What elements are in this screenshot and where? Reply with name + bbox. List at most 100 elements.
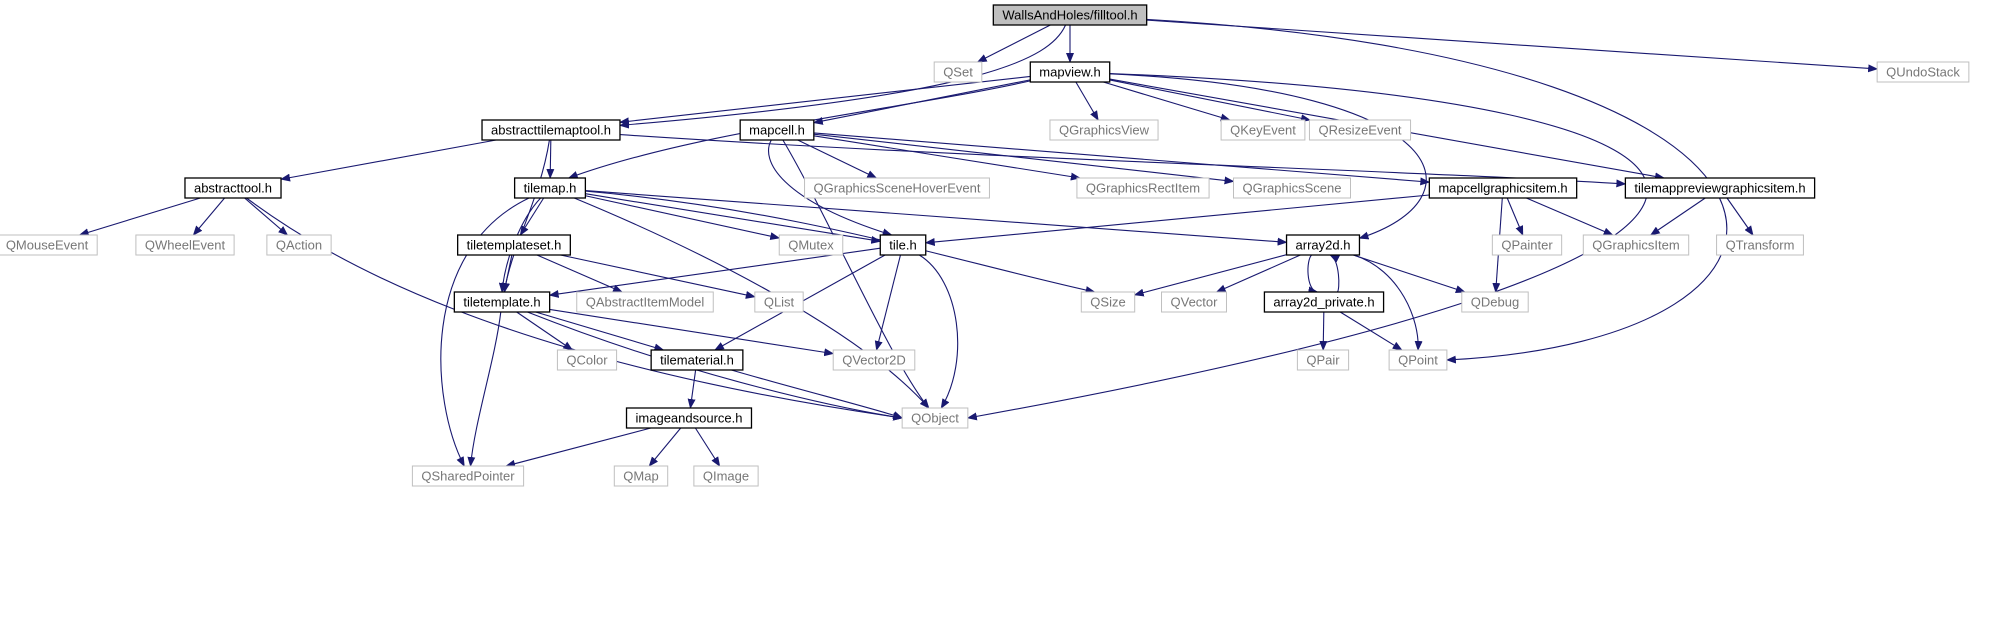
node-qgraphicsrectitem: QGraphicsRectItem: [1076, 177, 1210, 199]
edge-mapcellgraphicsitem-to-qgraphicsitem: [1526, 197, 1614, 236]
node-qresizeevent: QResizeEvent: [1308, 119, 1412, 141]
node-label: mapcell.h: [749, 123, 805, 138]
edge-mapcell-to-qgraphicsrectitem: [813, 135, 1081, 181]
node-box: [576, 291, 714, 313]
node-label: QGraphicsSceneHoverEvent: [814, 181, 981, 196]
node-qgraphicsitem: QGraphicsItem: [1582, 234, 1690, 256]
node-label: QObject: [911, 411, 959, 426]
node-label: QColor: [566, 353, 608, 368]
edge-array2d-private-to-array2d: [1329, 254, 1340, 293]
node-box: [513, 177, 587, 199]
node-box: [453, 291, 551, 313]
edge-mapcellgraphicsitem-to-qpainter: [1506, 197, 1524, 236]
node-box: [1080, 291, 1136, 313]
node-box: [1308, 119, 1412, 141]
edge-tilemap-to-qsize: [585, 190, 1096, 294]
node-label: mapview.h: [1039, 65, 1100, 80]
node-tilematerial[interactable]: tilematerial.h: [650, 349, 744, 371]
node-qtransform: QTransform: [1716, 234, 1804, 256]
node-mapview[interactable]: mapview.h: [1029, 61, 1111, 83]
node-qsize: QSize: [1080, 291, 1136, 313]
node-box: [1263, 291, 1385, 313]
edge-abstracttool-to-qmouseevent: [78, 197, 201, 237]
edge-tiletemplateset-to-tiletemplate: [502, 254, 513, 293]
node-filltool[interactable]: WallsAndHoles/filltool.h: [992, 4, 1148, 26]
edge-filltool-to-qundostack: [1146, 19, 1879, 73]
node-qlist: QList: [754, 291, 804, 313]
node-box: [184, 177, 282, 199]
edge-tilemap-to-tile: [585, 193, 882, 244]
node-tiletemplateset[interactable]: tiletemplateset.h: [457, 234, 571, 256]
edge-mapcell-to-qgraphicsscene: [813, 133, 1235, 185]
node-label: QPair: [1306, 353, 1340, 368]
node-qcolor: QColor: [556, 349, 618, 371]
edge-array2d-to-qvector: [1215, 254, 1301, 293]
node-box: [1296, 349, 1350, 371]
node-qobject: QObject: [901, 407, 969, 429]
node-qpainter: QPainter: [1491, 234, 1563, 256]
edge-abstracttool-to-qaction: [244, 197, 289, 236]
edge-tilemap-to-tiletemplateset: [519, 197, 545, 236]
edge-abstracttool-to-qobject: [246, 197, 904, 421]
node-label: QPoint: [1398, 353, 1438, 368]
edge-mapcell-to-qgraphicsscenehoverevent: [797, 139, 878, 179]
edge-imageandsource-to-qimage: [694, 427, 721, 467]
edge-tile-to-tiletemplate: [548, 247, 881, 298]
node-box: [1461, 291, 1529, 313]
node-qpoint: QPoint: [1388, 349, 1448, 371]
node-box: [832, 349, 916, 371]
node-qdebug: QDebug: [1461, 291, 1529, 313]
node-box: [933, 61, 983, 83]
node-tilemap[interactable]: tilemap.h: [513, 177, 587, 199]
node-box: [1049, 119, 1159, 141]
node-qmutex: QMutex: [778, 234, 844, 256]
node-box: [693, 465, 759, 487]
edge-mapcell-to-tile: [768, 139, 893, 237]
node-box: [650, 349, 744, 371]
node-label: array2d_private.h: [1273, 295, 1374, 310]
edge-array2d-to-qdebug: [1353, 254, 1466, 293]
edge-mapview-to-qgraphicsview: [1075, 81, 1099, 121]
node-array2d[interactable]: array2d.h: [1285, 234, 1361, 256]
node-label: tilemappreviewgraphicsitem.h: [1634, 181, 1805, 196]
node-tile[interactable]: tile.h: [879, 234, 927, 256]
node-box: [1876, 61, 1970, 83]
node-label: QMouseEvent: [6, 238, 89, 253]
node-label: QList: [764, 295, 795, 310]
node-label: QGraphicsView: [1059, 123, 1150, 138]
edge-tiletemplate-to-qsharedpointer: [467, 311, 502, 467]
node-mapcell[interactable]: mapcell.h: [739, 119, 815, 141]
node-box: [1076, 177, 1210, 199]
node-abstracttilemaptool[interactable]: abstracttilemaptool.h: [481, 119, 621, 141]
node-box: [754, 291, 804, 313]
node-array2d-private[interactable]: array2d_private.h: [1263, 291, 1385, 313]
node-mapcellgraphicsitem[interactable]: mapcellgraphicsitem.h: [1428, 177, 1578, 199]
node-box: [1624, 177, 1816, 199]
edge-tilematerial-to-qobject: [731, 369, 904, 419]
node-box: [135, 234, 235, 256]
edge-tilemap-to-qmutex: [585, 195, 781, 241]
node-label: QAbstractItemModel: [586, 295, 705, 310]
node-label: tilemap.h: [524, 181, 577, 196]
edge-tile-to-qvector2d: [874, 254, 902, 351]
edge-array2d-private-to-qpair: [1319, 311, 1328, 351]
node-box: [1161, 291, 1227, 313]
edge-array2d-to-array2d-private: [1307, 254, 1319, 295]
node-box: [1582, 234, 1690, 256]
node-box: [1491, 234, 1563, 256]
node-qgraphicsscenehoverevent: QGraphicsSceneHoverEvent: [804, 177, 990, 199]
node-imageandsource[interactable]: imageandsource.h: [625, 407, 753, 429]
edge-filltool-to-abstracttilemaptool: [618, 24, 1067, 129]
node-qvector: QVector: [1161, 291, 1227, 313]
edge-tilemappreviewgraphicsitem-to-qtransform: [1726, 197, 1754, 236]
node-label: QGraphicsRectItem: [1086, 181, 1200, 196]
node-tilemappreviewgraphicsitem[interactable]: tilemappreviewgraphicsitem.h: [1624, 177, 1816, 199]
node-box: [992, 4, 1148, 26]
node-tiletemplate[interactable]: tiletemplate.h: [453, 291, 551, 313]
edge-abstracttilemaptool-to-abstracttool: [280, 139, 497, 182]
node-label: WallsAndHoles/filltool.h: [1002, 8, 1137, 23]
node-abstracttool[interactable]: abstracttool.h: [184, 177, 282, 199]
edge-array2d-to-qpoint: [1353, 254, 1423, 351]
